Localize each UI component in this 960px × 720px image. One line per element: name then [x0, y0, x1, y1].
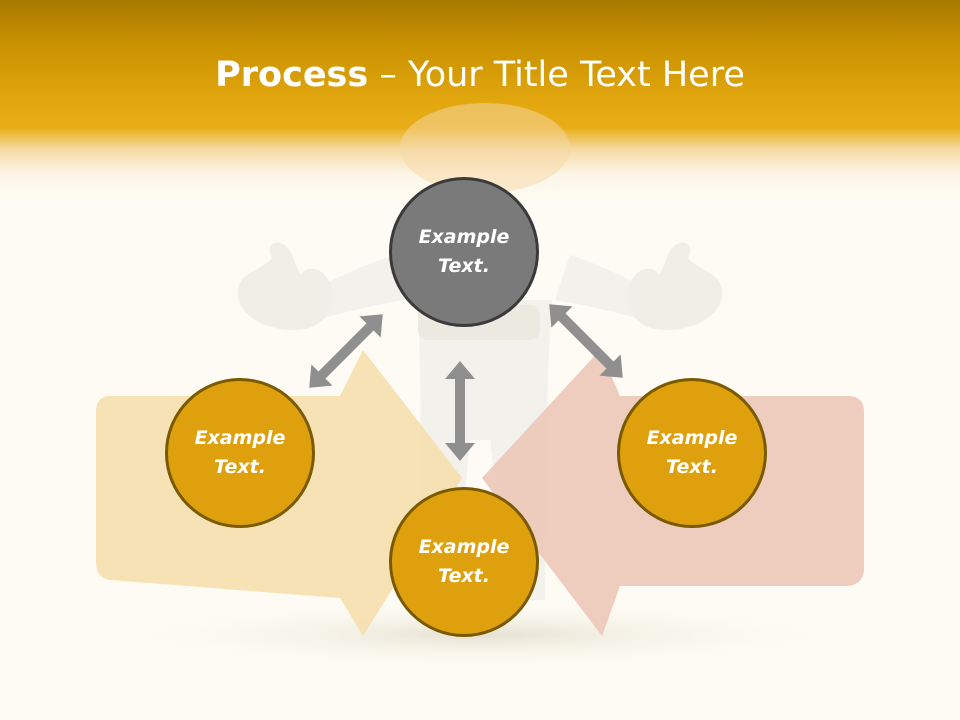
arrow-center-bottom [445, 361, 475, 461]
node-right-label: Example Text. [646, 427, 738, 478]
node-bottom: Example Text. [389, 487, 539, 637]
node-left: Example Text. [165, 378, 315, 528]
node-left-label: Example Text. [194, 427, 286, 478]
node-right: Example Text. [617, 378, 767, 528]
arrow-center-left [309, 314, 383, 388]
node-bottom-label: Example Text. [418, 536, 510, 587]
arrow-center-right [549, 304, 623, 378]
node-center-label: Example Text. [418, 226, 510, 277]
connector-arrows [309, 304, 623, 461]
node-center: Example Text. [389, 177, 539, 327]
title-rest: – Your Title Text Here [368, 55, 745, 95]
title-bold: Process [215, 55, 369, 95]
slide-title: Process – Your Title Text Here [0, 52, 960, 98]
